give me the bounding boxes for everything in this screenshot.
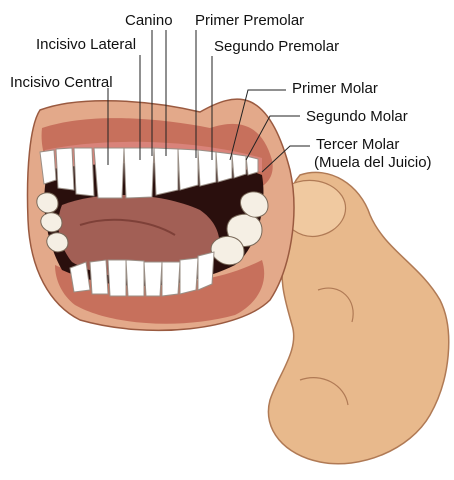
finger-hand — [268, 172, 448, 463]
label-segundo-molar: Segundo Molar — [306, 108, 408, 125]
label-tercer-molar-sub: (Muela del Juicio) — [314, 154, 432, 171]
label-primer-premolar: Primer Premolar — [195, 12, 304, 29]
label-primer-molar: Primer Molar — [292, 80, 378, 97]
label-canino: Canino — [125, 12, 173, 29]
label-segundo-premolar: Segundo Premolar — [214, 38, 339, 55]
label-tercer-molar: Tercer Molar — [316, 136, 399, 153]
label-incisivo-lateral: Incisivo Lateral — [36, 36, 136, 53]
label-incisivo-central: Incisivo Central — [10, 74, 113, 91]
